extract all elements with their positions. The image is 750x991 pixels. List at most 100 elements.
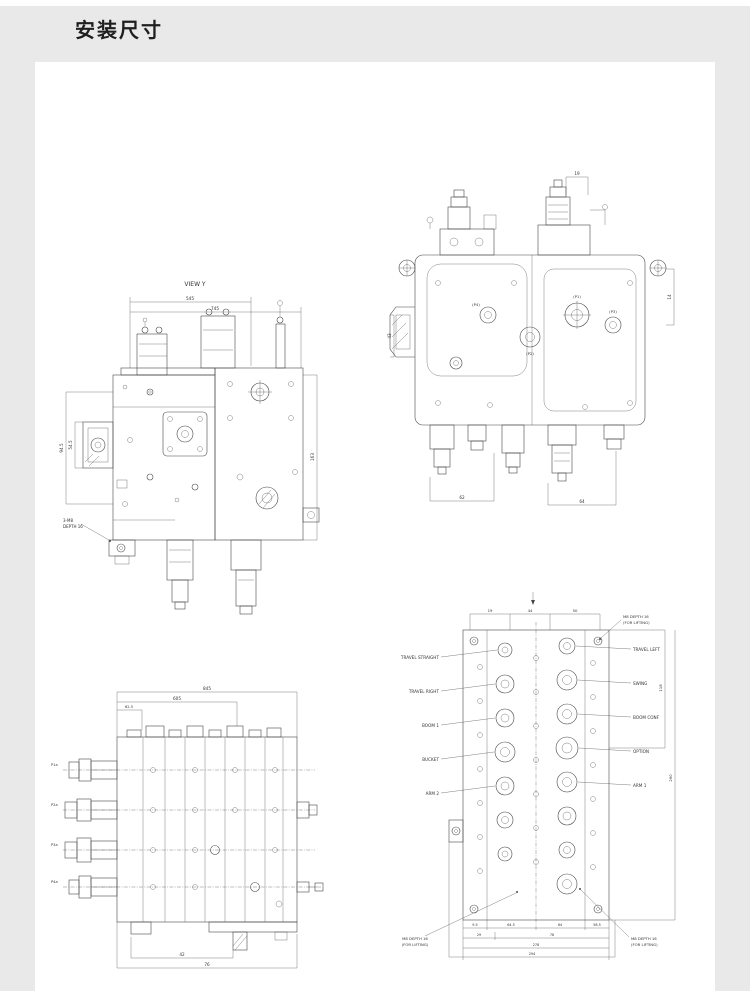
pilot-valve-caps — [136, 300, 286, 376]
left-spool-stacks — [64, 758, 118, 899]
thread-note: 3-M8 DEPTH 16 — [63, 518, 111, 542]
port-callout: TRAVEL RIGHT — [408, 689, 440, 694]
view-label: VIEW Y — [184, 281, 206, 288]
end-view-drawing: 19 — [387, 171, 675, 506]
body-detail-circles — [150, 767, 283, 908]
plan-view-container: 19 44 50 M8 DEPTH 16 (FOR LIFTING) — [375, 588, 695, 978]
note-label: (FOR LIFTING) — [631, 942, 658, 947]
left-flange — [82, 421, 114, 469]
port-label: (P2) — [526, 351, 534, 356]
dimension-lines-bottom: 42 76 — [116, 922, 298, 969]
left-port-flange — [389, 306, 415, 358]
note-label: (FOR LIFTING) — [402, 942, 429, 947]
dim-label: 19 — [488, 608, 493, 613]
dim-label: 745 — [211, 306, 219, 311]
port-label: (P4) — [472, 302, 480, 307]
dim-label: 62.5 — [125, 705, 133, 709]
note-label: M8 DEPTH 16 — [623, 614, 649, 619]
valve-main-body — [116, 736, 298, 923]
dim-label: 9.5 — [472, 923, 477, 927]
dim-label: 290 — [668, 774, 673, 782]
dimension-lines-right: 118 290 — [609, 629, 676, 921]
port-callouts-right: TRAVEL LEFT SWING BOOM CONF OPTION ARM 1 — [575, 645, 660, 788]
port-callout: ARM 1 — [633, 783, 647, 788]
side-view-drawing: 845 605 62.5 — [51, 686, 324, 969]
dim-label: 163 — [310, 453, 315, 461]
dimension-lines-top: 545 745 — [129, 296, 302, 368]
bottom-feet — [130, 921, 298, 951]
valve-main-body — [448, 622, 610, 928]
end-view-container: 19 — [380, 165, 690, 540]
dim-label: 64.5 — [507, 923, 515, 927]
left-section-details — [116, 384, 199, 507]
dimension-lines-bottom: 62 64 — [429, 451, 617, 506]
dim-label: 62 — [459, 495, 465, 500]
row-port-labels: P1a P2a P3a P4a — [51, 763, 58, 884]
note-label: M8 DEPTH 16 — [631, 936, 657, 941]
dim-label: 42 — [179, 952, 185, 957]
port-callout: BOOM 1 — [422, 723, 439, 728]
dim-label: 19 — [574, 171, 580, 176]
port-callout: TRAVEL LEFT — [632, 647, 660, 652]
note-label: M8 DEPTH 16 — [402, 936, 428, 941]
top-solenoid-stacks — [426, 179, 608, 256]
note-label: (FOR LIFTING) — [623, 620, 650, 625]
port-label: (P3) — [609, 309, 617, 314]
dim-label: 294 — [529, 952, 535, 956]
center-bolt-row — [533, 655, 539, 865]
dimension-lines-top: 19 44 50 — [469, 608, 601, 630]
plan-view-drawing: 19 44 50 M8 DEPTH 16 (FOR LIFTING) — [400, 592, 676, 960]
port-callout: BOOM CONF — [633, 715, 660, 720]
dimension-line-left: 43 — [387, 314, 395, 358]
port-callouts-left: TRAVEL STRAIGHT TRAVEL RIGHT BOOM 1 BUCK… — [400, 649, 498, 796]
dim-label: 545 — [186, 296, 194, 301]
note-label: DEPTH 16 — [63, 524, 83, 529]
lifting-note-bottom-left: M8 DEPTH 16 (FOR LIFTING) — [402, 891, 518, 947]
dim-label: 14 — [667, 294, 672, 300]
valve-main-body — [414, 254, 646, 426]
top-strip — [0, 0, 750, 6]
dim-label: 29 — [477, 933, 481, 937]
front-view-container: VIEW Y 545 745 54.5 — [55, 272, 335, 642]
right-spool-ends — [296, 801, 324, 893]
right-port-column — [555, 637, 596, 895]
right-side-tab — [302, 507, 320, 523]
pump-ports: (P4) (P2) (P1) (P3) — [435, 280, 633, 410]
top-valve-caps — [126, 725, 282, 738]
port-callout: ARM 2 — [426, 791, 440, 796]
bottom-left-bracket — [108, 539, 136, 565]
dimension-lines-bottom: 9.5 64.5 64 58.5 29 78 278 294 — [448, 842, 616, 960]
dimension-lines-top: 845 605 62.5 — [116, 686, 298, 737]
bottom-solenoid-cartridges — [429, 424, 625, 482]
dimension-line-top: 19 — [565, 171, 589, 195]
section-arrow — [531, 592, 535, 605]
dim-label: 44 — [528, 608, 533, 613]
row-label: P1a — [51, 763, 58, 767]
dim-label: 605 — [173, 696, 181, 701]
bottom-solenoids — [166, 539, 262, 615]
mounting-ears — [398, 259, 667, 277]
port-callout: BUCKET — [422, 757, 439, 762]
right-section-ports — [227, 380, 298, 510]
lifting-note-bottom-right: M8 DEPTH 16 (FOR LIFTING) — [579, 888, 658, 947]
port-label: (P1) — [573, 294, 581, 299]
dimension-lines-left: 54.5 94.5 — [59, 391, 113, 505]
port-callout: TRAVEL STRAIGHT — [400, 655, 440, 660]
dim-label: 43 — [387, 333, 392, 339]
dim-label: 78 — [550, 933, 554, 937]
dim-label: 118 — [658, 684, 663, 692]
row-label: P4a — [51, 880, 58, 884]
dimension-line-right: 14 — [666, 268, 675, 326]
side-view-container: 845 605 62.5 — [47, 682, 327, 987]
port-callout: OPTION — [633, 749, 649, 754]
dimension-line-right: 163 — [303, 374, 318, 541]
dim-label: 278 — [533, 943, 539, 947]
dim-label: 64 — [558, 923, 562, 927]
left-port-column — [477, 642, 516, 874]
dim-label: 94.5 — [59, 443, 64, 453]
dim-label: 845 — [203, 686, 211, 691]
section-title: 安装尺寸 — [75, 20, 163, 42]
front-view-drawing: VIEW Y 545 745 54.5 — [59, 281, 320, 615]
dim-label: 64 — [579, 499, 585, 504]
